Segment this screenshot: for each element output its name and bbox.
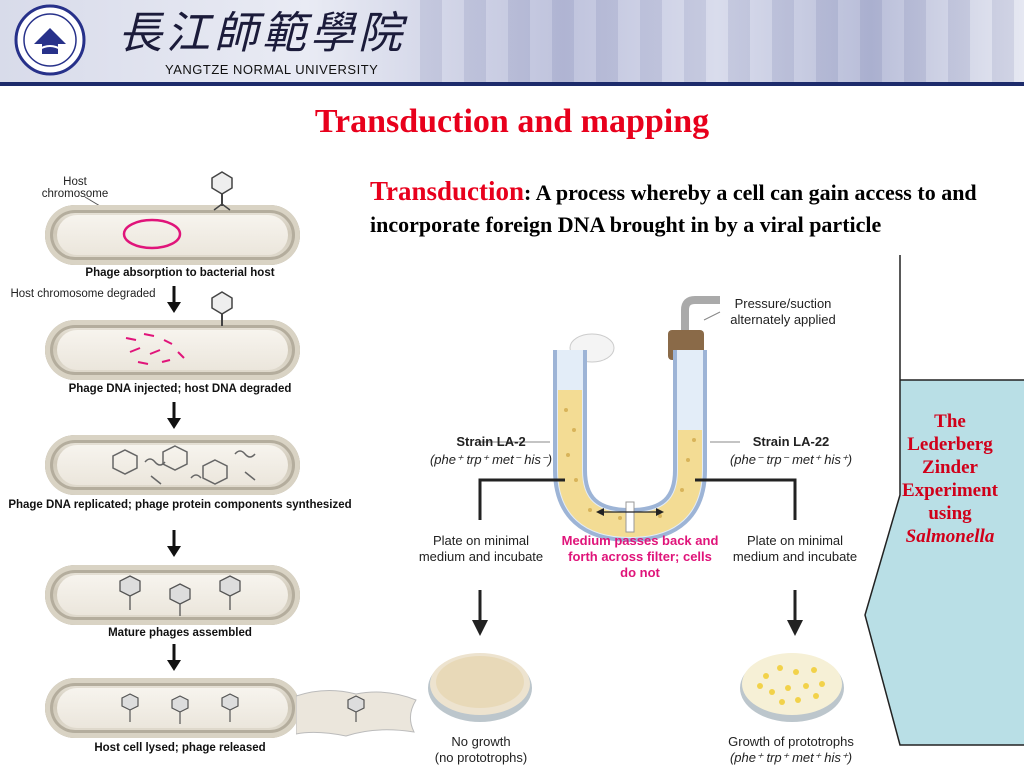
callout-line-6: Salmonella [905, 526, 995, 547]
university-english-name: YANGTZE NORMAL UNIVERSITY [165, 62, 379, 77]
down-arrow-icon [167, 530, 181, 557]
callout-line-4: Experiment [901, 480, 999, 501]
experiment-callout-shape [864, 255, 1024, 746]
callout-line-2: Lederberg [907, 434, 993, 455]
university-chinese-name: 長江師範學院 [118, 8, 406, 59]
degraded-dna-icon [125, 333, 185, 365]
label-medium: Medium passes back and forth across filt… [561, 533, 719, 580]
down-arrow-icon [167, 286, 181, 313]
definition-body: : A process whereby a cell can gain acce… [370, 180, 977, 237]
step-label-2: Phage DNA injected; host DNA degraded [68, 383, 292, 395]
step-label-5: Host cell lysed; phage released [94, 742, 266, 754]
label-strain-left: Strain LA-2 [456, 434, 526, 449]
bacterial-cell-3 [45, 435, 300, 495]
definition-term: Transduction [370, 176, 525, 206]
label-plate-left: Plate on minimal medium and incubate [418, 533, 544, 564]
host-chromosome-icon [122, 218, 182, 250]
label-host-degraded: Host chromosome degraded [10, 288, 156, 300]
callout-line-5: using [928, 503, 972, 524]
label-genotype-right: (phe⁻ trp⁻ met⁺ his⁺) [729, 452, 853, 467]
bacterial-cell-1 [45, 205, 300, 265]
label-growth: Growth of prototrophs [728, 734, 854, 749]
header-banner: 長江師範學院 YANGTZE NORMAL UNIVERSITY [0, 0, 1024, 86]
university-logo-icon [14, 4, 86, 76]
step-label-1: Phage absorption to bacterial host [85, 267, 275, 279]
callout-line-1: The [934, 411, 966, 432]
slide-title: Transduction and mapping [314, 103, 710, 140]
petri-dish-growth-icon [740, 653, 844, 722]
phage-icon [211, 291, 233, 326]
mature-phages-icon [119, 575, 241, 616]
label-host-chromosome: Host chromosome [41, 176, 109, 200]
label-strain-right: Strain LA-22 [752, 434, 830, 449]
phage-icon [211, 171, 233, 211]
label-no-growth: No growth [451, 734, 511, 749]
step-label-4: Mature phages assembled [108, 627, 252, 639]
petri-dish-no-growth-icon [428, 653, 532, 722]
bacterial-cell-2 [45, 320, 300, 380]
label-plate-right: Plate on minimal medium and incubate [732, 533, 858, 564]
lysis-burst-icon [296, 690, 417, 737]
label-genotype-left: (phe⁺ trp⁺ met⁻ his⁻) [429, 452, 553, 467]
label-pressure: Pressure/suction alternately applied [730, 296, 836, 327]
experiment-callout-text: The Lederberg Zinder Experiment using Sa… [880, 410, 1020, 548]
down-arrow-icon [167, 644, 181, 671]
header-stripes [420, 0, 1024, 82]
step-label-3: Phage DNA replicated; phage protein comp… [8, 499, 352, 511]
u-tube-diagram [472, 296, 803, 636]
released-phages-icon [121, 693, 239, 724]
label-growth-sub: (phe⁺ trp⁺ met⁺ his⁺) [729, 750, 853, 765]
definition-text: Transduction: A process whereby a cell c… [370, 175, 1020, 241]
label-no-growth-sub: (no prototrophs) [434, 750, 528, 765]
callout-line-3: Zinder [922, 457, 978, 478]
phage-components-icon [112, 445, 256, 485]
down-arrow-icon [167, 402, 181, 429]
